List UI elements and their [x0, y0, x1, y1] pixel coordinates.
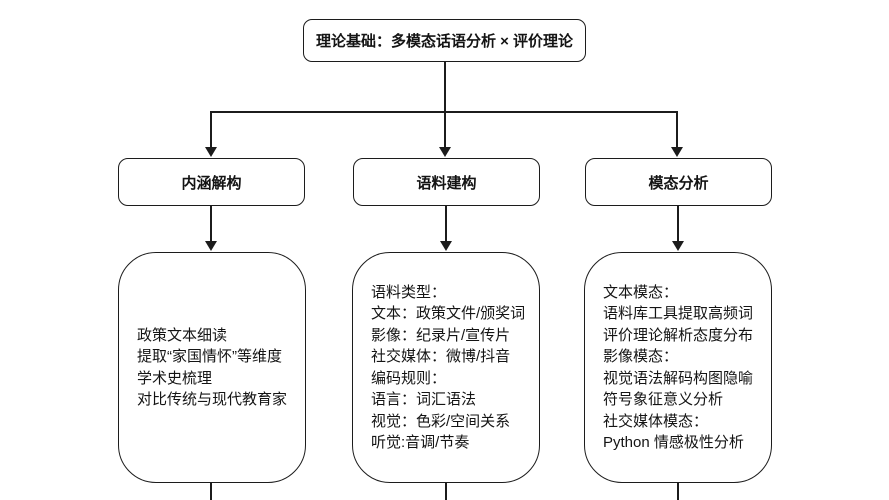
detail-list-connotation: 政策文本细读 提取“家国情怀”等维度 学术史梳理 对比传统与现代教育家: [119, 253, 305, 482]
arrowhead-left-bottom: [205, 241, 217, 251]
connector-mid-left: [210, 206, 212, 242]
detail-line: 文本：政策文件/颁奖词: [371, 305, 526, 322]
connector-mid-center: [445, 206, 447, 242]
detail-list-modality: 文本模态： 语料库工具提取高频词 评价理论解析态度分布 影像模态： 视觉语法解码…: [585, 253, 771, 482]
detail-line: 学术史梳理: [137, 369, 213, 387]
detail-line: 影像模态：: [603, 348, 679, 365]
node-branch-corpus-label: 语料建构: [416, 174, 477, 192]
arrowhead-center-bottom: [440, 241, 452, 251]
detail-line: 文本模态：: [603, 283, 679, 301]
detail-line: 影像：纪录片/宣传片: [371, 326, 511, 344]
detail-line: 视觉语法解码构图隐喻: [603, 369, 754, 387]
detail-line: 社交媒体模态：: [603, 412, 709, 430]
node-theory-foundation-label: 理论基础：多模态话语分析 × 评价理论: [315, 33, 574, 50]
detail-line: 视觉：色彩/空间关系: [371, 412, 511, 430]
connector-drop-left: [210, 111, 212, 148]
arrowhead-center-top: [439, 147, 451, 157]
connector-stub-center: [445, 483, 447, 500]
connector-mid-right: [677, 206, 679, 242]
node-branch-modality: 模态分析: [585, 158, 772, 206]
detail-line: Python 情感极性分析: [603, 434, 744, 451]
node-detail-connotation: 政策文本细读 提取“家国情怀”等维度 学术史梳理 对比传统与现代教育家: [118, 252, 306, 483]
node-branch-corpus: 语料建构: [353, 158, 540, 206]
node-branch-modality-label: 模态分析: [648, 174, 709, 192]
detail-line: 编码规则：: [371, 369, 447, 387]
node-theory-foundation: 理论基础：多模态话语分析 × 评价理论: [303, 19, 586, 62]
connector-branch-bar: [210, 111, 678, 113]
detail-line: 符号象征意义分析: [603, 391, 724, 408]
detail-line: 政策文本细读: [137, 326, 228, 344]
node-detail-modality: 文本模态： 语料库工具提取高频词 评价理论解析态度分布 影像模态： 视觉语法解码…: [584, 252, 772, 483]
arrowhead-right-top: [671, 147, 683, 157]
connector-drop-right: [676, 111, 678, 148]
node-branch-connotation: 内涵解构: [118, 158, 305, 206]
detail-line: 提取“家国情怀”等维度: [137, 348, 282, 365]
arrowhead-right-bottom: [672, 241, 684, 251]
detail-line: 社交媒体：微博/抖音: [371, 348, 511, 365]
detail-line: 语料库工具提取高频词: [603, 305, 754, 322]
detail-line: 语言：词汇语法: [371, 391, 477, 408]
detail-line: 对比传统与现代教育家: [137, 391, 288, 408]
connector-trunk: [444, 62, 446, 149]
node-branch-connotation-label: 内涵解构: [181, 174, 242, 192]
connector-stub-left: [210, 483, 212, 500]
connector-stub-right: [677, 483, 679, 500]
detail-list-corpus: 语料类型： 文本：政策文件/颁奖词 影像：纪录片/宣传片 社交媒体：微博/抖音 …: [353, 253, 539, 482]
arrowhead-left-top: [205, 147, 217, 157]
detail-line: 评价理论解析态度分布: [603, 326, 754, 344]
detail-line: 语料类型：: [371, 283, 447, 301]
detail-line: 听觉:音调/节奏: [371, 434, 470, 451]
node-detail-corpus: 语料类型： 文本：政策文件/颁奖词 影像：纪录片/宣传片 社交媒体：微博/抖音 …: [352, 252, 540, 483]
